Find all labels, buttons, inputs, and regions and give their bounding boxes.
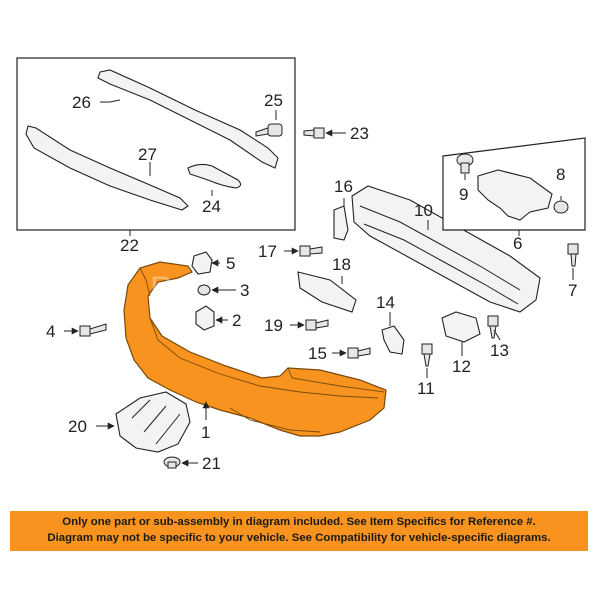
bolt-13	[487, 315, 499, 339]
callout-8: 8	[556, 165, 565, 184]
part-5-bracket	[191, 251, 213, 275]
part-16-bracket	[333, 205, 349, 241]
callout-9: 9	[459, 185, 468, 204]
part-24-reflector	[187, 163, 242, 189]
callout-20: 20	[68, 417, 87, 436]
callout-16: 16	[334, 177, 353, 196]
part-2-bracket	[195, 305, 215, 331]
callout-11: 11	[417, 379, 435, 398]
part-3-nut	[197, 284, 211, 296]
part-18-bracket	[297, 271, 357, 313]
callout-24: 24	[202, 197, 221, 216]
bolt-15	[347, 347, 371, 359]
part-6-bracket	[477, 169, 553, 221]
callout-17: 17	[258, 242, 277, 261]
part-27-strip	[25, 125, 189, 211]
part-12-bracket	[441, 311, 481, 343]
inset-box-6	[442, 137, 586, 231]
callout-2: 2	[232, 311, 241, 330]
callout-26: 26	[72, 93, 91, 112]
bolt-4	[79, 323, 107, 337]
part-10-beam	[351, 185, 541, 313]
callout-1: 1	[201, 423, 210, 442]
callout-3: 3	[240, 281, 249, 300]
callout-27: 27	[138, 145, 157, 164]
callout-15: 15	[308, 344, 327, 363]
disclaimer-line-2: Diagram may not be specific to your vehi…	[47, 532, 551, 544]
callout-7: 7	[568, 281, 577, 300]
part-14-bracket	[381, 325, 405, 355]
part-25-bolt	[255, 123, 283, 137]
bolt-11	[421, 343, 433, 367]
bumper-cover	[123, 261, 387, 437]
callout-21: 21	[202, 454, 221, 473]
callout-22: 22	[120, 236, 139, 255]
part-21-clip	[163, 456, 181, 469]
watermark: Partsmotive.com	[150, 270, 403, 308]
inset-box	[16, 57, 296, 231]
part-8-nut	[553, 200, 569, 214]
bolt-19	[305, 319, 329, 331]
callout-25: 25	[264, 91, 283, 110]
callout-6: 6	[513, 234, 522, 253]
bolt-23	[303, 127, 325, 139]
part-9-clip	[456, 153, 474, 174]
disclaimer-banner: Only one part or sub-assembly in diagram…	[10, 511, 588, 551]
disclaimer-line-1: Only one part or sub-assembly in diagram…	[62, 516, 536, 528]
callout-14: 14	[376, 293, 395, 312]
callout-5: 5	[226, 254, 235, 273]
part-26-strip	[97, 69, 279, 169]
callout-4: 4	[46, 322, 55, 341]
callout-19: 19	[264, 316, 283, 335]
bolt-7	[567, 243, 579, 267]
callout-12: 12	[452, 357, 471, 376]
callout-10: 10	[414, 201, 433, 220]
callout-18: 18	[332, 255, 351, 274]
callout-13: 13	[490, 341, 509, 360]
bolt-17	[299, 245, 323, 257]
callout-23: 23	[350, 124, 369, 143]
